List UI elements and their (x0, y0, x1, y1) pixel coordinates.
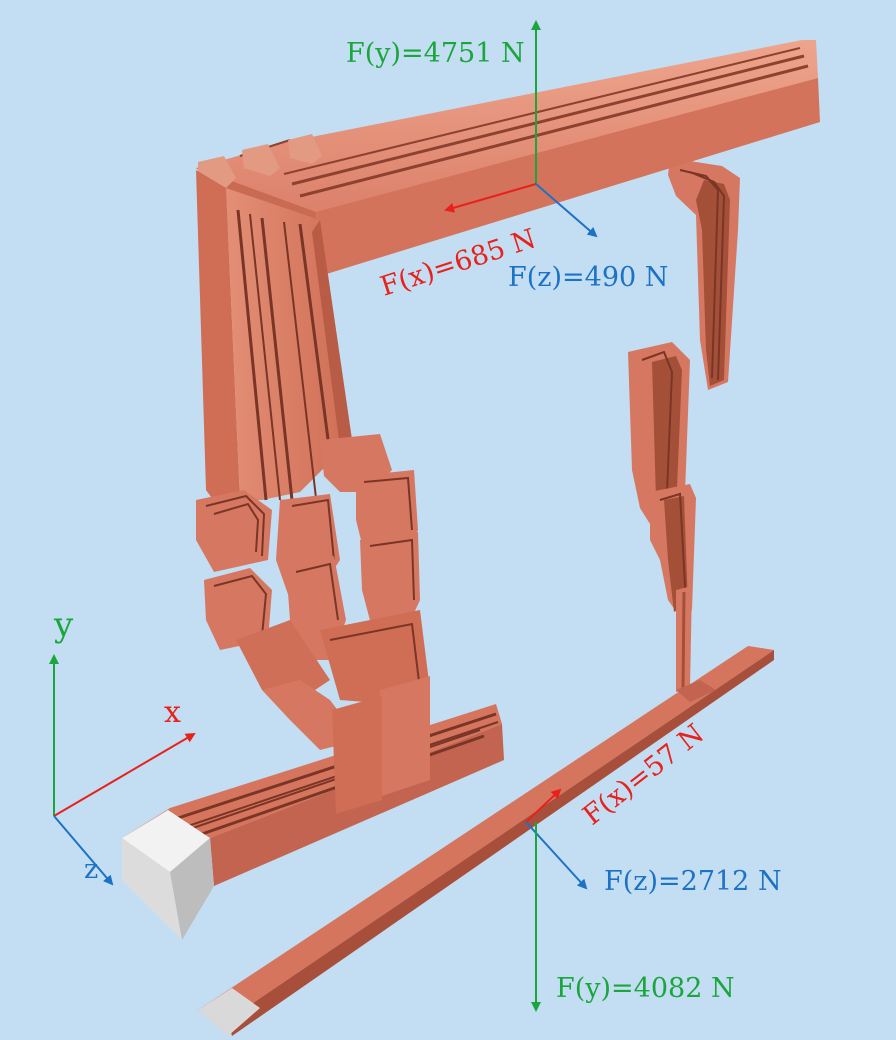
vertical-riser-a (380, 676, 430, 796)
top-busbar-top-face (196, 40, 818, 216)
coordinate-triad: y x z (49, 605, 196, 886)
top-fz-arrow (535, 183, 598, 238)
right-busbar-upper-shade (696, 180, 730, 386)
axis-z-label: z (84, 854, 98, 885)
serpentine-block-2 (204, 568, 272, 650)
vertical-riser-b (332, 696, 382, 814)
bottom-fx-arrow (525, 788, 562, 823)
top-fx-arrow (444, 183, 537, 213)
floor-busbar-insulator (198, 988, 260, 1036)
right-busbar-assembly (628, 158, 740, 692)
top-corner-step-2 (242, 144, 280, 176)
bottom-insulator-front (122, 838, 182, 940)
left-conductor-bundle (196, 170, 352, 512)
bottom-insulator-side (170, 838, 214, 940)
bottom-insulator-top (122, 810, 210, 872)
top-busbar-front-face (316, 78, 820, 276)
floor-busbar (198, 646, 774, 1036)
top-fz-label: F(z)=490 N (508, 262, 668, 293)
serpentine-link-2 (320, 610, 430, 704)
floor-busbar-front-face (228, 650, 774, 1036)
axis-y-label: y (53, 605, 74, 645)
axis-x-label: x (164, 695, 181, 730)
serpentine-link-1 (236, 620, 330, 700)
bottom-fz-label: F(z)=2712 N (604, 866, 782, 897)
bottom-fy-label: F(y)=4082 N (556, 973, 735, 1004)
serpentine-block-7 (360, 532, 420, 628)
top-fy-label: F(y)=4751 N (346, 38, 525, 69)
floor-busbar-top-face (198, 646, 774, 1020)
left-bundle-front-column (196, 170, 240, 512)
bottom-force-vectors: F(x)=57 N F(z)=2712 N F(y)=4082 N (525, 718, 782, 1012)
bottom-left-busbar-stack (122, 676, 504, 940)
left-serpentine-conductors (196, 434, 430, 750)
serpentine-block-1 (196, 490, 272, 572)
axis-z-arrow (53, 815, 114, 886)
axis-x-arrow (53, 732, 196, 817)
top-corner-step-3 (288, 134, 322, 164)
